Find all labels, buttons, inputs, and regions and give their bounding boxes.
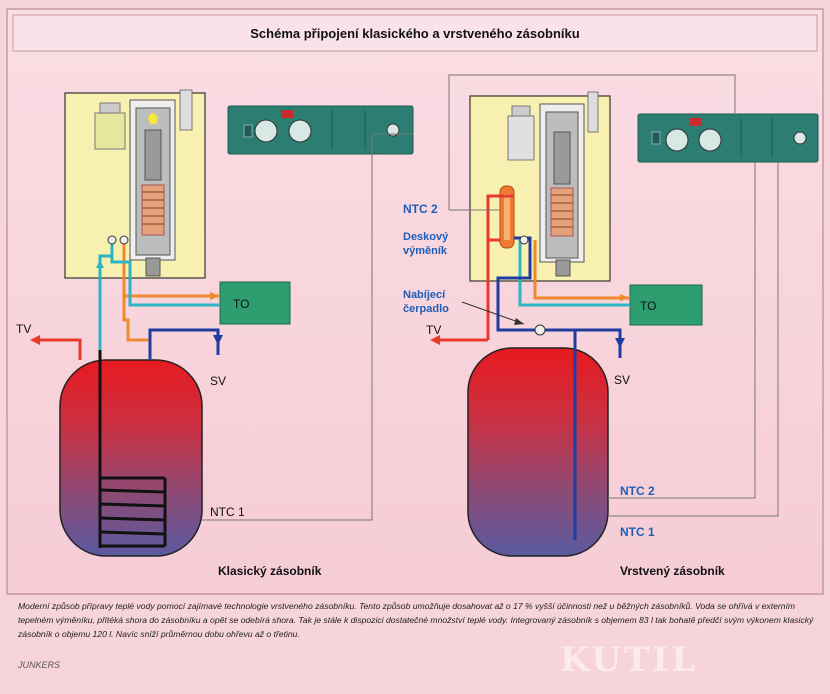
right-control-panel (637, 113, 819, 163)
left-control-panel (227, 105, 414, 155)
right-ntc2-wire (608, 162, 756, 499)
left-ntc1-label: NTC 1 (210, 505, 245, 519)
right-ntc1-label: NTC 1 (620, 525, 655, 539)
left-valve-b (119, 235, 129, 245)
right-ntc2-label: NTC 2 (620, 484, 655, 498)
right-ntc2-top-wire (448, 74, 736, 210)
right-ntc2-top-label: NTC 2 (403, 202, 438, 216)
right-charging-pump (534, 324, 546, 336)
left-burner-assembly (94, 89, 193, 277)
left-sv-label: SV (210, 374, 226, 388)
left-to-box (219, 281, 291, 325)
right-pump-pointer (461, 301, 525, 325)
brand-label: JUNKERS (18, 660, 61, 670)
left-return-arrow (96, 260, 104, 268)
right-to-label: TO (640, 299, 656, 313)
right-valve (519, 235, 529, 245)
right-ntc1-wire (608, 162, 779, 517)
right-panel-controls (651, 118, 807, 158)
diagram-title: Schéma připojení klasického a vrstveného… (250, 26, 580, 41)
right-exchanger-label-1: Deskový (403, 231, 449, 243)
caption-text: Moderní způsob přípravy teplé vody pomoc… (18, 601, 814, 639)
left-system: TO TV SV (16, 89, 414, 578)
title-banner (12, 14, 818, 52)
left-heating-coil (98, 350, 167, 548)
left-ntc1-wire (202, 133, 413, 521)
left-tank-name: Klasický zásobník (218, 564, 322, 578)
right-burner-assembly (499, 91, 599, 277)
right-pump-pointer-head (514, 318, 524, 325)
right-system: TO NTC 2 Deskový výměník Nabíjecí (403, 74, 819, 578)
left-tank (59, 359, 203, 557)
left-valve-a (107, 235, 117, 245)
right-pump-label-2: čerpadlo (403, 303, 449, 315)
left-tv-arrow (30, 335, 40, 345)
right-pump-label-1: Nabíjecí (403, 289, 446, 301)
right-sv-arrow (615, 338, 625, 348)
right-to-box (629, 284, 703, 326)
left-sv-arrow (213, 335, 223, 345)
left-tv-label: TV (16, 322, 31, 336)
left-to-label: TO (233, 297, 249, 311)
left-panel-controls (243, 110, 400, 150)
right-exchanger-label-2: výměník (403, 245, 448, 257)
watermark-logo: KUTIL (560, 640, 699, 680)
left-flow-arrow (210, 292, 220, 300)
right-sv-label: SV (614, 373, 630, 387)
right-tank-name: Vrstvený zásobník (620, 564, 725, 578)
right-tv-arrow (430, 335, 440, 345)
right-tv-label: TV (426, 323, 441, 337)
right-tank (467, 347, 609, 557)
right-flow-arrow (620, 294, 630, 301)
